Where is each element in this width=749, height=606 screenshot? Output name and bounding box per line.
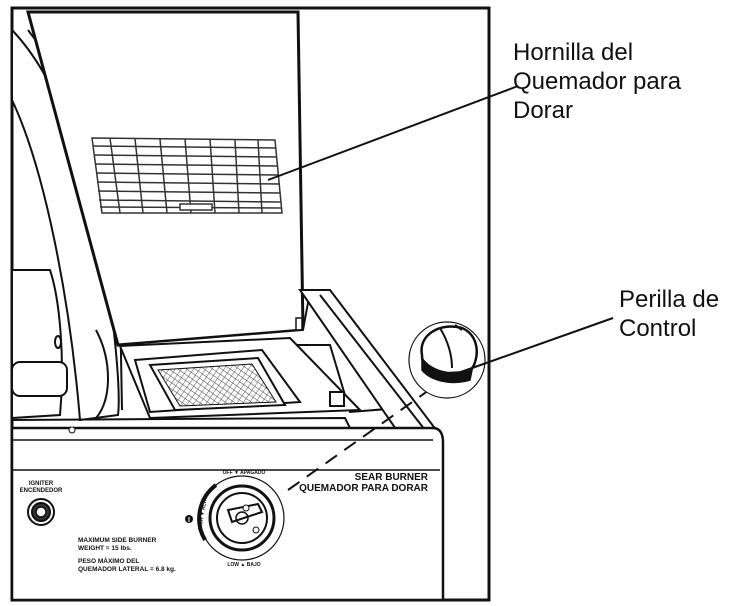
igniter-label-en: IGNITER xyxy=(29,481,54,487)
sear-burner-label-es: QUEMADOR PARA DORAR xyxy=(299,483,429,494)
max-weight-en-1: MAXIMUM SIDE BURNER xyxy=(78,537,157,544)
igniter-button xyxy=(27,498,55,526)
knob-detail-circle xyxy=(408,321,486,399)
max-weight-es-2: QUEMADOR LATERAL = 6.8 kg. xyxy=(78,566,176,573)
callout-control-knob: Perilla de Control xyxy=(619,286,720,342)
max-weight-es-1: PESO MÁXIMO DEL xyxy=(78,556,139,565)
max-weight-en-2: WEIGHT = 15 lbs. xyxy=(78,545,132,552)
leader-line-knob xyxy=(457,317,614,374)
info-icon xyxy=(185,515,193,523)
leader-line-sear xyxy=(267,85,519,181)
cooking-grate xyxy=(91,137,283,214)
dial-off-label: OFF ▼ APAGADO xyxy=(223,470,266,476)
main-grill-lid xyxy=(11,27,123,422)
dial-low-label: LOW ▲ BAJO xyxy=(227,562,260,568)
callout-sear-burner: Hornilla del Quemador para Dorar xyxy=(513,39,682,124)
sear-burner-label-en: SEAR BURNER xyxy=(355,472,429,483)
dashed-leader xyxy=(287,387,433,491)
panel-control-knob xyxy=(197,475,285,561)
igniter-label-es: ENCENDEDOR xyxy=(20,488,63,494)
dial-high-label: HIGH ▼ ALTA xyxy=(197,497,209,531)
sear-burner-plate xyxy=(148,356,287,412)
